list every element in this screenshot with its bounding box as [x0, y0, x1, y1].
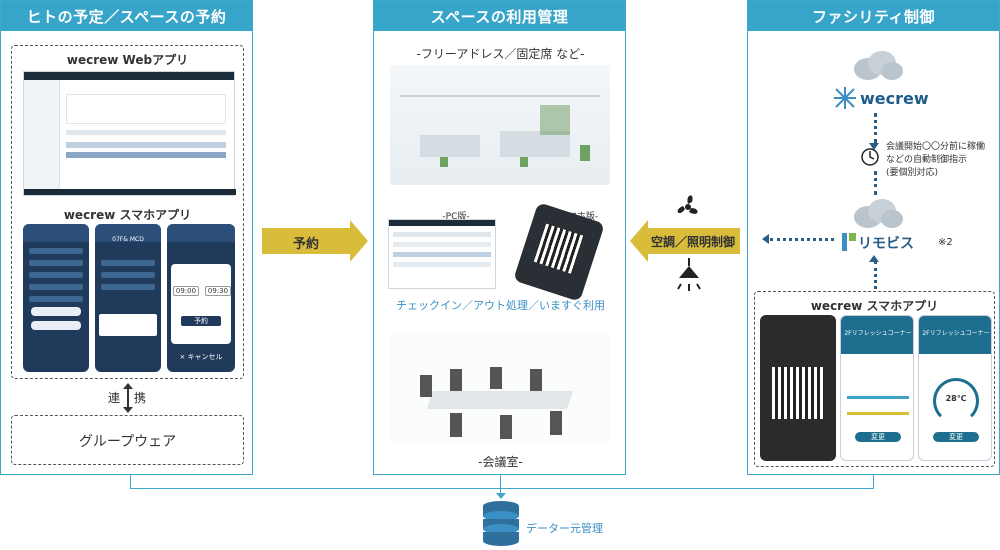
- checkin-caption: チェックイン／アウト処理／いますぐ利用: [396, 299, 605, 312]
- web-app-frame: [11, 45, 244, 379]
- meeting-room-label: -会議室-: [478, 455, 523, 469]
- remobis-note: ※2: [938, 237, 953, 248]
- db-arrow-head: [496, 493, 506, 499]
- remobis-logo-text: リモビス: [858, 236, 914, 252]
- dotted-arrow-up: [874, 261, 877, 289]
- wecrew-logo-text: wecrew: [860, 89, 929, 108]
- phone2-title-right: 2Fリフレッシュコーナー: [844, 330, 912, 337]
- reserve-arrow: [262, 228, 350, 254]
- office-sketch: [390, 65, 610, 185]
- link-label-1: 連: [107, 391, 120, 405]
- web-app-title: wecrew Webアプリ: [66, 53, 189, 67]
- cancel-button[interactable]: × キャンセル: [179, 353, 223, 361]
- dotted-arrow-down-2: [874, 171, 877, 195]
- qr-scan-phone: [760, 315, 836, 461]
- right-panel: ファシリティ制御 wecrew 会議開始〇〇分前に稼働 などの自動制御指示 (要…: [747, 0, 1000, 475]
- left-panel: ヒトの予定／スペースの予約 wecrew Webアプリ wecrew スマホアプ…: [0, 0, 253, 475]
- time-to[interactable]: 09:30: [205, 286, 231, 296]
- free-address-subtitle: -フリーアドレス／固定席 など-: [416, 47, 585, 61]
- link-label-2: 携: [133, 391, 146, 405]
- db-label: データー元管理: [526, 522, 603, 535]
- right-smartphone-frame: [754, 291, 995, 467]
- cloud-icon-middle: [848, 197, 904, 229]
- lighting-phone: 2Fリフレッシュコーナー 変更: [840, 315, 914, 461]
- dotted-arrow-left: [770, 238, 834, 241]
- reserve-button[interactable]: 予約: [181, 316, 221, 326]
- change-button-2[interactable]: 変更: [855, 432, 901, 442]
- meeting-room-sketch: [390, 333, 610, 445]
- left-panel-title: ヒトの予定／スペースの予約: [1, 1, 252, 31]
- reserve-arrow-label: 予約: [292, 237, 319, 252]
- change-button-3[interactable]: 変更: [933, 432, 979, 442]
- groupware-box: [11, 415, 244, 465]
- control-arrow: [648, 228, 740, 254]
- time-from[interactable]: 09:00: [173, 286, 199, 296]
- cloud-icon-top: [848, 49, 904, 81]
- center-panel-title: スペースの利用管理: [374, 1, 625, 31]
- phone3-title-right: 2Fリフレッシュコーナー: [922, 330, 990, 337]
- control-arrow-label: 空調／照明制御: [650, 235, 735, 249]
- link-arrow-head-up: [123, 383, 133, 389]
- remobis-logo-mark-icon: [842, 233, 856, 251]
- web-app-screenshot: [23, 71, 236, 196]
- smartphone-app-title-right: wecrew スマホアプリ: [810, 299, 939, 313]
- pc-screenshot: [388, 219, 496, 289]
- dotted-arrow-head-up: [869, 255, 879, 262]
- phone-screen-2: 07F& MCD: [95, 224, 161, 372]
- smartphone-app-title-left: wecrew スマホアプリ: [63, 208, 192, 222]
- right-panel-title: ファシリティ制御: [748, 1, 999, 31]
- control-arrow-head: [630, 220, 648, 262]
- center-panel: スペースの利用管理 -フリーアドレス／固定席 など- -PC版- -スマホ版- …: [373, 0, 626, 475]
- aircon-phone: 2Fリフレッシュコーナー 28℃ 変更: [918, 315, 992, 461]
- clock-icon: [860, 147, 880, 167]
- light-icon: [673, 258, 705, 294]
- fan-icon: [671, 190, 705, 224]
- dotted-arrow-head-1: [869, 143, 879, 150]
- auto-control-note: 会議開始〇〇分前に稼働 などの自動制御指示 (要個別対応): [886, 142, 986, 178]
- phone-screen-1: [23, 224, 89, 372]
- link-arrow-head-down: [123, 407, 133, 413]
- link-double-arrow: [127, 385, 129, 411]
- dotted-arrow-down-1: [874, 113, 877, 143]
- bottom-connector-line: [130, 475, 874, 489]
- center-down-line: [500, 475, 501, 495]
- database-icon: [482, 500, 520, 546]
- reserve-arrow-head: [350, 220, 368, 262]
- phone-screen-3: 09:00 09:30 予約 × キャンセル: [167, 224, 235, 372]
- wecrew-logo-mark-icon: [834, 87, 856, 109]
- dotted-arrow-head-left: [762, 234, 769, 244]
- phone2-title: 07F& MCD: [112, 236, 144, 243]
- groupware-label: グループウェア: [78, 434, 177, 450]
- pc-label: -PC版-: [442, 212, 470, 222]
